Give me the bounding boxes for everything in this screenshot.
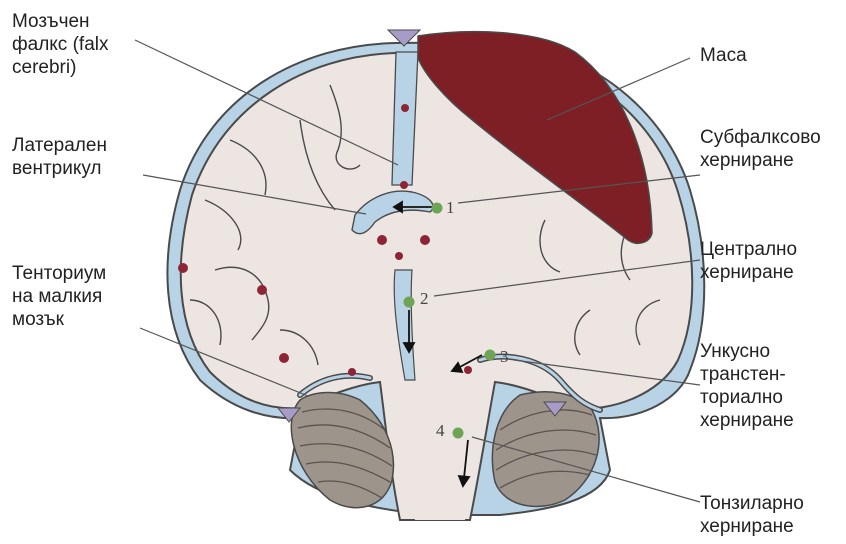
label-subfalcine-herniation: Субфалксово херниране (700, 126, 821, 172)
label-lateral-ventricle: Латерален вентрикул (12, 134, 107, 180)
marker-1 (432, 203, 443, 214)
marker-2 (404, 297, 415, 308)
marker-label-3: 3 (500, 347, 509, 366)
label-tentorium: Тенториум на малкия мозък (12, 262, 106, 331)
marker-label-1: 1 (446, 198, 455, 217)
marker-4 (453, 428, 464, 439)
marker-3 (485, 350, 496, 361)
label-tonsillar-herniation: Тонзиларно херниране (700, 492, 804, 538)
label-falx-cerebri: Мозъчен фалкс (falx cerebri) (12, 10, 108, 79)
marker-label-4: 4 (436, 421, 445, 440)
marker-label-2: 2 (420, 289, 429, 308)
label-uncal-herniation: Ункусно транстен- ториално херниране (700, 340, 794, 432)
label-central-herniation: Централно херниране (700, 238, 797, 284)
label-mass: Маса (700, 44, 747, 67)
